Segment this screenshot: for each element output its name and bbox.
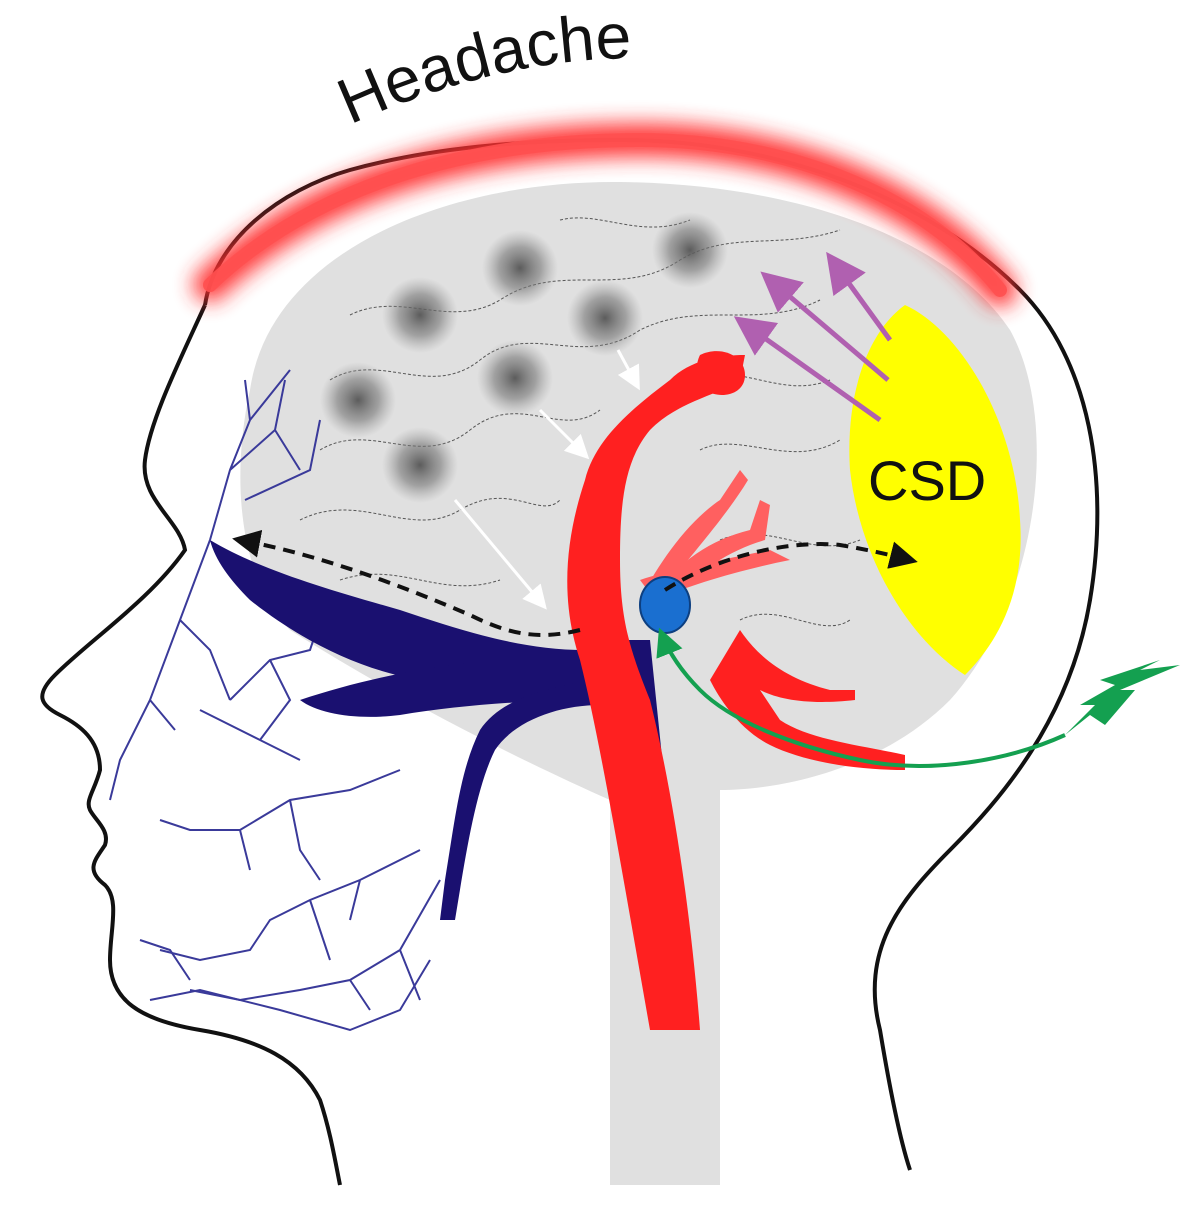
lightning-icon [1065,660,1180,735]
hotspot [477,340,553,416]
hotspot [382,427,458,503]
headache-label: Headache [327,0,632,138]
csd-spread-arrows [733,251,893,423]
signaling-arrows [232,529,918,637]
hotspot [320,362,396,438]
hotspot [652,212,728,288]
inflow-arrows [453,349,640,610]
cortical-hotspots [320,212,728,503]
trigeminal-nerve-branches [109,369,441,1032]
hotspot [382,277,458,353]
trigeminal-ganglion [639,576,691,634]
hotspot [567,280,643,356]
hotspot [482,230,558,306]
headache-glow [193,122,1017,307]
arteries [567,351,905,1030]
csd-zone: CSD [849,305,1021,675]
stimulus [656,627,1180,768]
csd-label: CSD [868,449,986,512]
